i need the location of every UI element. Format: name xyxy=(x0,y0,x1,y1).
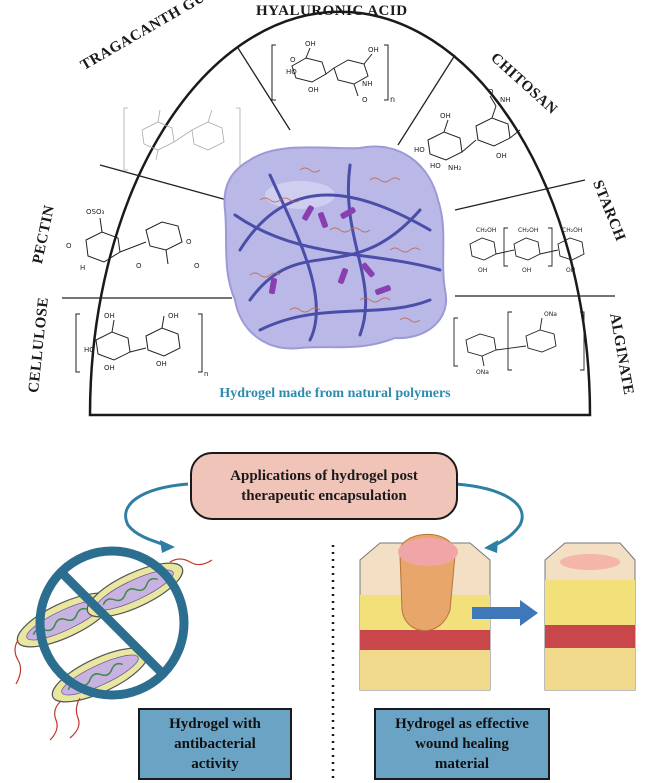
svg-text:OH: OH xyxy=(156,360,167,368)
applications-title-line2: therapeutic encapsulation xyxy=(241,488,407,504)
wound-before-illustration xyxy=(359,533,491,691)
divider-line xyxy=(99,164,246,206)
svg-text:OH: OH xyxy=(440,112,451,120)
svg-text:O: O xyxy=(194,262,200,270)
tragacanth-gum-structure xyxy=(123,107,241,171)
svg-text:CH₂OH: CH₂OH xyxy=(518,227,538,234)
wound-after-illustration xyxy=(544,542,636,691)
svg-text:O: O xyxy=(488,88,494,96)
svg-text:HO: HO xyxy=(414,146,425,154)
svg-text:OH: OH xyxy=(368,46,379,54)
svg-text:OH: OH xyxy=(104,312,115,320)
hyaluronic-acid-structure: OH OH O HO OH NH O n xyxy=(271,40,395,104)
semicircle-frame xyxy=(88,10,592,417)
svg-text:OH: OH xyxy=(305,40,316,48)
cellulose-structure: OH OH HO OH OH n xyxy=(75,312,208,378)
starch-structure: CH₂OH CH₂OH CH₂OH OH OH OH xyxy=(469,227,585,274)
prohibition-sign xyxy=(35,546,189,700)
antibacterial-line3: activity xyxy=(191,756,239,772)
svg-text:n: n xyxy=(390,95,395,104)
divider-line xyxy=(237,47,291,131)
divider-line xyxy=(397,54,456,146)
svg-text:NH₂: NH₂ xyxy=(448,164,462,172)
svg-text:OH: OH xyxy=(496,152,507,160)
svg-text:O: O xyxy=(66,242,72,250)
wound-healing-box: Hydrogel as effective wound healing mate… xyxy=(374,708,550,780)
applications-box: Applications of hydrogel post therapeuti… xyxy=(190,452,458,520)
wound-line1: Hydrogel as effective xyxy=(395,716,529,732)
antibacterial-line2: antibacterial xyxy=(174,736,256,752)
chitosan-structure: OH HO HO NH₂ NH O OH xyxy=(414,88,521,172)
svg-text:CH₂OH: CH₂OH xyxy=(562,227,582,234)
svg-text:ONa: ONa xyxy=(544,311,557,318)
svg-text:OH: OH xyxy=(308,86,319,94)
wound-line3: material xyxy=(434,756,490,772)
hydrogel-caption: Hydrogel made from natural polymers xyxy=(219,386,451,401)
svg-text:OH: OH xyxy=(566,267,575,274)
svg-text:OH: OH xyxy=(478,267,487,274)
antibacterial-box: Hydrogel with antibacterial activity xyxy=(138,708,292,780)
svg-text:H: H xyxy=(80,264,85,272)
svg-text:O: O xyxy=(290,56,296,64)
svg-text:HO: HO xyxy=(84,346,95,354)
svg-text:NH: NH xyxy=(500,96,511,104)
svg-text:O: O xyxy=(186,238,192,246)
svg-text:OH: OH xyxy=(104,364,115,372)
svg-text:OSO₃: OSO₃ xyxy=(86,208,104,216)
wound-line2: wound healing xyxy=(415,736,509,752)
svg-text:HO: HO xyxy=(430,162,441,170)
arrow-to-antibacterial xyxy=(124,482,189,547)
label-hyaluronic-acid: HYALURONIC ACID xyxy=(256,3,408,19)
svg-text:CH₂OH: CH₂OH xyxy=(476,227,496,234)
bacteria-illustration xyxy=(14,546,213,741)
svg-text:HO: HO xyxy=(286,68,297,76)
alginate-structure: ONa ONa xyxy=(453,311,585,376)
arrow-healing xyxy=(472,600,538,626)
applications-title-line1: Applications of hydrogel post xyxy=(230,468,418,484)
svg-text:O: O xyxy=(362,96,368,104)
svg-text:n: n xyxy=(204,370,208,378)
arrow-to-wound xyxy=(455,482,524,547)
antibacterial-line1: Hydrogel with xyxy=(169,716,261,732)
hydrogel-network-illustration xyxy=(223,145,448,350)
pectin-structure: OSO₃ O H O O O xyxy=(66,208,200,272)
divider-line xyxy=(454,179,586,211)
svg-text:ONa: ONa xyxy=(476,369,489,376)
svg-text:OH: OH xyxy=(522,267,531,274)
svg-text:O: O xyxy=(136,262,142,270)
svg-text:OH: OH xyxy=(168,312,179,320)
svg-text:NH: NH xyxy=(362,80,373,88)
